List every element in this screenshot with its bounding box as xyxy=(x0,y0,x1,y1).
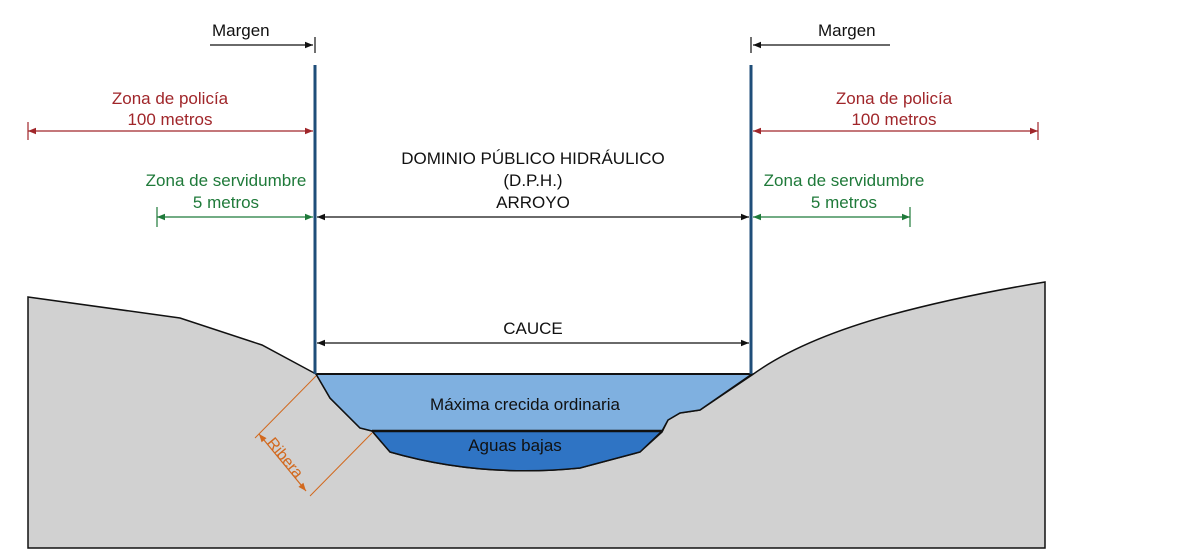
easement-right-title: Zona de servidumbre xyxy=(764,171,925,190)
dph-abbreviation: (D.P.H.) xyxy=(503,171,562,190)
bank-extension-bottom xyxy=(309,432,373,497)
arroyo-label: ARROYO xyxy=(496,193,570,212)
bank-dimension-line xyxy=(258,433,307,492)
police-zone-left-title: Zona de policía xyxy=(112,89,229,108)
police-zone-right-title: Zona de policía xyxy=(836,89,953,108)
police-zone-left-value: 100 metros xyxy=(127,110,212,129)
margin-left-label: Margen xyxy=(212,21,270,40)
easement-right-value: 5 metros xyxy=(811,193,877,212)
low-water-label: Aguas bajas xyxy=(468,436,562,455)
low-water xyxy=(370,430,664,472)
margin-right-label: Margen xyxy=(818,21,876,40)
max-flood-water xyxy=(314,373,755,432)
easement-left-title: Zona de servidumbre xyxy=(146,171,307,190)
easement-left-value: 5 metros xyxy=(193,193,259,212)
max-flood-label: Máxima crecida ordinaria xyxy=(430,395,620,414)
police-zone-right-value: 100 metros xyxy=(851,110,936,129)
cauce-label: CAUCE xyxy=(503,319,563,338)
dph-title: DOMINIO PÚBLICO HIDRÁULICO xyxy=(401,149,665,168)
bank-extension-top xyxy=(254,375,317,439)
